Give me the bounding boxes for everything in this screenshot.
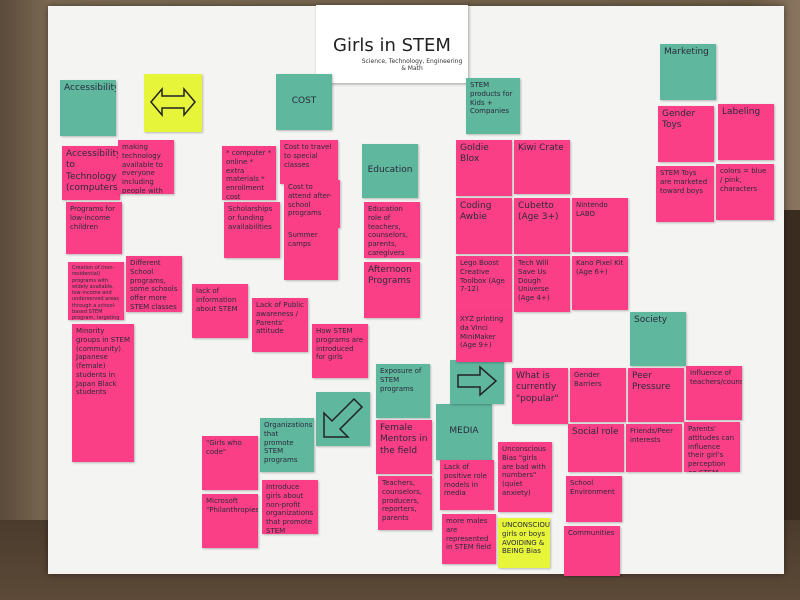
note-gender-toys: Gender Toys xyxy=(658,106,714,162)
note-cost-travel: Cost to travel to special classes xyxy=(280,140,338,184)
note-lego: Lego Boost Creative Toolbox (Age 7-12) xyxy=(456,256,512,312)
note-acc-tech: Accessibility to Technology (computers) xyxy=(62,146,120,200)
note-unconscious-girls: UNCONSCIOUSLY girls or boys AVOIDING & B… xyxy=(498,518,550,568)
note-tech-will: Tech Will Save Us Dough Universe (Age 4+… xyxy=(514,256,570,312)
right-arrow-icon xyxy=(457,365,498,397)
header-cost: COST xyxy=(276,74,332,130)
note-kano: Kano Pixel Kit (Age 6+) xyxy=(572,256,628,310)
note-school-env: School Environment xyxy=(566,476,622,522)
note-social-role: Social role xyxy=(568,424,624,472)
note-summer-camps: Summer camps xyxy=(284,228,338,280)
note-kiwi: Kiwi Crate xyxy=(514,140,570,194)
header-media: MEDIA xyxy=(436,404,492,460)
note-colors: colors = blue / pink, characters xyxy=(716,164,774,220)
note-goldie: Goldie Blox xyxy=(456,140,512,196)
note-making-tech: making technology available to everyone … xyxy=(118,140,174,194)
header-organizations: Organizations that promote STEM programs xyxy=(260,418,314,472)
note-scholarships: Scholarships or funding availabilities xyxy=(224,202,280,258)
header-marketing: Marketing xyxy=(660,44,716,100)
note-parents-attitude: Parents' attitudes can influence their g… xyxy=(684,422,740,472)
header-accessibility: Accessibility xyxy=(60,80,116,136)
note-lack-positive: Lack of positive role models in media xyxy=(440,460,494,510)
note-coding: Coding Awbie xyxy=(456,198,512,254)
diagonal-arrow-icon xyxy=(323,397,364,438)
note-female-mentors: Female Mentors in the field xyxy=(376,420,432,474)
note-cubetto: Cubetto (Age 3+) xyxy=(514,198,570,254)
note-minority: Minority groups in STEM (community) Japa… xyxy=(72,324,134,462)
title-card: Girls in STEM Science, Technology, Engin… xyxy=(316,5,468,83)
note-teachers: Teachers, counselors, producers, reporte… xyxy=(378,476,432,530)
title-sub: Science, Technology, Engineering & Math xyxy=(361,58,463,72)
note-unconscious-bias: Unconscious Bias "girls are bad with num… xyxy=(498,442,552,512)
note-girls-who-code: "Girls who code" xyxy=(202,436,258,490)
note-programs-low-income: Programs for low-income children xyxy=(66,202,122,254)
note-communities: Communities xyxy=(564,526,620,576)
double-arrow-note xyxy=(144,74,202,132)
note-friends-peer: Friends/Peer interests xyxy=(626,424,682,472)
note-more-males: more males are represented in STEM field xyxy=(442,514,496,564)
note-introduce-girls: Introduce girls about non-profit organiz… xyxy=(262,480,318,534)
note-microsoft: Microsoft "Philanthropies" xyxy=(202,494,258,548)
note-stem-toys: STEM Toys are marketed toward boys xyxy=(656,166,714,222)
note-peer-pressure: Peer Pressure xyxy=(628,368,684,422)
header-exposure: Exposure of STEM programs xyxy=(376,364,430,418)
note-afternoon: Afternoon Programs xyxy=(364,262,420,318)
note-how-stem: How STEM programs are introduced for gir… xyxy=(312,324,368,378)
note-creation-programs: Creation of (non-residential) programs w… xyxy=(68,262,124,320)
note-xyz: XYZ printing da Vinci MiniMaker (Age 9+) xyxy=(456,312,512,362)
note-computer-online: * computer * online * extra materials * … xyxy=(222,146,276,200)
note-edu-role: Education role of teachers, counselors, … xyxy=(364,202,420,258)
note-what-popular: What is currently "popular" xyxy=(512,368,568,424)
note-lack-info: lack of information about STEM xyxy=(192,284,248,338)
header-stem-products: STEM products for Kids + Companies xyxy=(466,78,520,134)
note-influence: Influence of teachers/counselors xyxy=(686,366,742,420)
header-society: Society xyxy=(630,312,686,366)
header-education: Education xyxy=(362,144,418,198)
title-main: Girls in STEM xyxy=(333,35,451,56)
note-gender-barriers: Gender Barriers xyxy=(570,368,626,422)
diagonal-arrow-note xyxy=(316,392,370,446)
note-different-school: Different School programs, some schools … xyxy=(126,256,182,312)
right-arrow-note xyxy=(450,360,504,404)
note-nintendo: Nintendo LABO xyxy=(572,198,628,252)
note-labeling: Labeling xyxy=(718,104,774,160)
double-arrow-icon xyxy=(150,86,196,118)
note-lack-public: Lack of Public awareness / Parents' atti… xyxy=(252,298,308,352)
note-cost-attend: Cost to attend after-school programs xyxy=(284,180,340,228)
